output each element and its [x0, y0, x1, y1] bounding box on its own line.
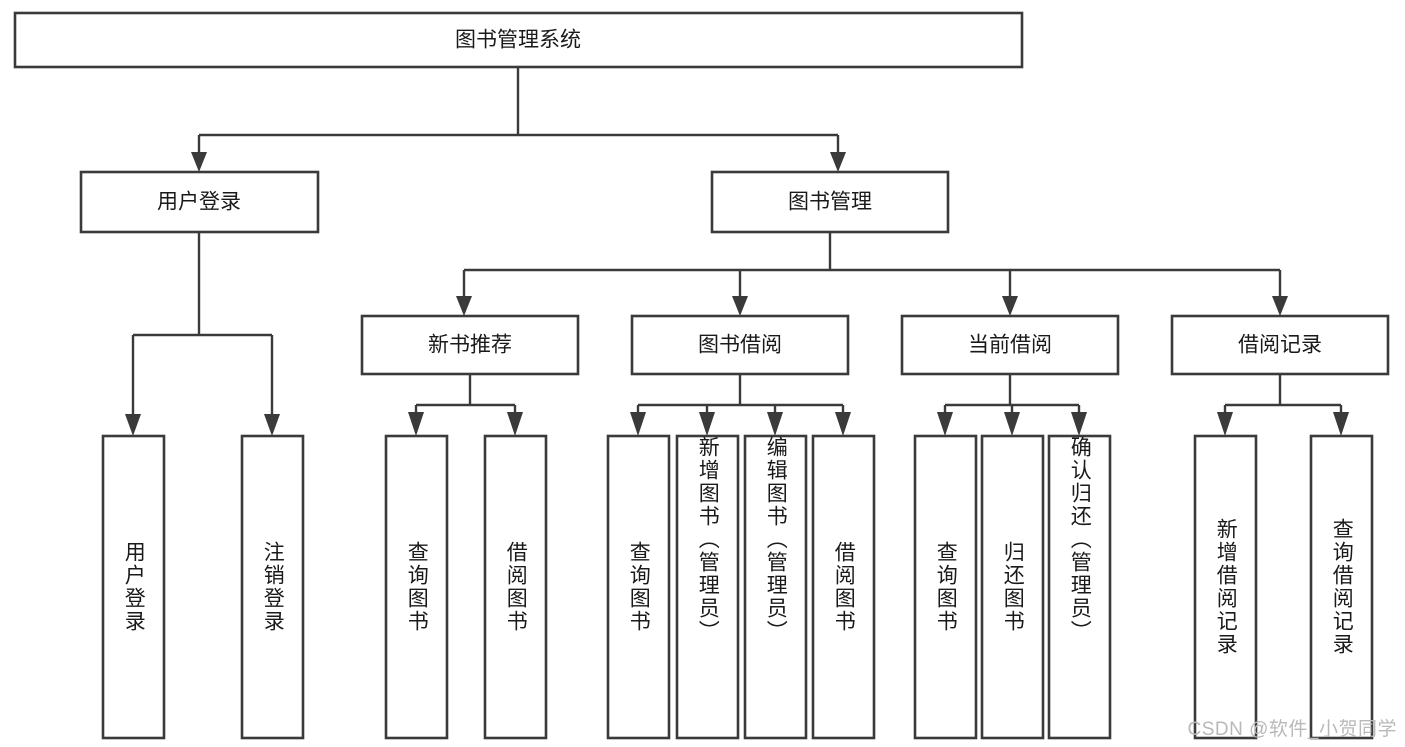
node-group: 图书管理系统 用户登录 图书管理 新书推荐 图书借阅 当前借阅 借阅记录: [13, 11, 1390, 740]
leaf-recommend-2-box[interactable]: [483, 434, 548, 740]
arrow-userlogin-c1: [125, 414, 141, 436]
node-user-login-box[interactable]: [79, 170, 320, 234]
leaf-borrow-4-box[interactable]: [811, 434, 876, 740]
leaf-recommend-1-box[interactable]: [384, 434, 449, 740]
arrow-current-c1: [937, 412, 953, 436]
node-new-book-recommend-box[interactable]: [360, 314, 580, 376]
connector-group: [125, 67, 1349, 436]
leaf-user-login-1-box[interactable]: [101, 434, 166, 740]
leaf-current-1-box[interactable]: [913, 434, 978, 740]
node-root-box[interactable]: [13, 11, 1024, 69]
node-current-borrow-box[interactable]: [900, 314, 1120, 376]
leaf-borrow-1-box[interactable]: [606, 434, 671, 740]
arrow-current-c3: [1071, 412, 1087, 436]
arrow-root-to-book-manage: [830, 152, 846, 172]
arrow-record-c2: [1333, 412, 1349, 436]
node-current-borrow-label: 当前借阅: [968, 334, 1052, 357]
leaf-borrow-3-box[interactable]: [743, 434, 808, 740]
leaf-current-3-box[interactable]: [1047, 434, 1112, 740]
arrow-root-to-user-login: [191, 152, 207, 172]
leaf-user-login-2-box[interactable]: [240, 434, 305, 740]
arrow-bookmanage-c3: [1002, 296, 1018, 316]
node-new-book-recommend-label: 新书推荐: [428, 334, 512, 357]
arrow-current-c2: [1004, 412, 1020, 436]
node-book-manage-label: 图书管理: [788, 191, 872, 214]
node-book-manage-box[interactable]: [710, 170, 950, 234]
node-user-login-label: 用户登录: [157, 191, 241, 214]
arrow-bookmanage-c2: [732, 296, 748, 316]
arrow-userlogin-c2: [264, 414, 280, 436]
arrow-borrow-c2: [699, 412, 715, 436]
leaf-current-2-box[interactable]: [980, 434, 1045, 740]
arrow-recommend-c2: [507, 412, 523, 436]
arrow-recommend-c1: [408, 412, 424, 436]
node-borrow-record-label: 借阅记录: [1238, 334, 1322, 357]
arrow-record-c1: [1217, 412, 1233, 436]
arrow-bookmanage-c4: [1272, 296, 1288, 316]
leaf-record-1-box[interactable]: [1193, 434, 1258, 740]
leaf-borrow-2-box[interactable]: [675, 434, 740, 740]
arrow-bookmanage-c1: [456, 296, 472, 316]
arrow-borrow-c4: [835, 412, 851, 436]
node-borrow-record-box[interactable]: [1170, 314, 1390, 376]
leaf-record-2-box[interactable]: [1309, 434, 1374, 740]
arrow-borrow-c1: [630, 412, 646, 436]
node-book-borrow-box[interactable]: [630, 314, 850, 376]
arrow-borrow-c3: [767, 412, 783, 436]
node-book-borrow-label: 图书借阅: [698, 334, 782, 357]
node-root-label: 图书管理系统: [455, 29, 581, 52]
